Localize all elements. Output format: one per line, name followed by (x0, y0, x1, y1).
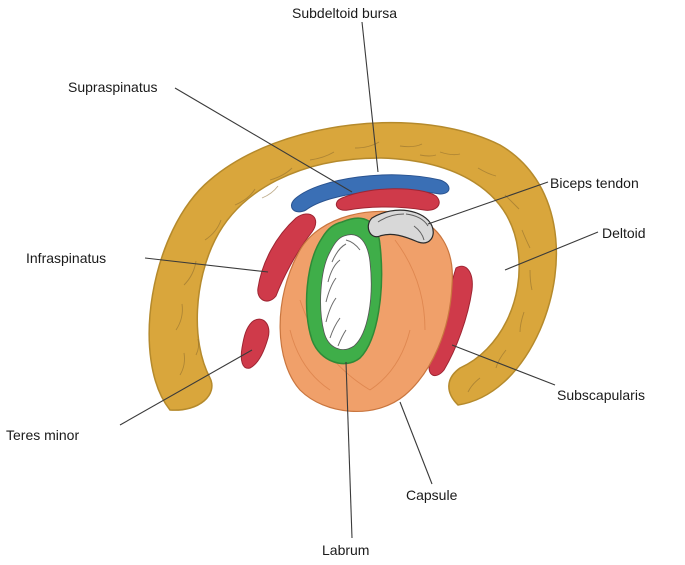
leader-infraspinatus (144, 257, 269, 273)
leader-capsule (399, 401, 433, 485)
leader-lines (119, 21, 599, 539)
leader-labrum (345, 361, 353, 539)
leader-biceps-tendon (427, 181, 549, 225)
label-subdeltoid-bursa: Subdeltoid bursa (292, 5, 397, 21)
supraspinatus-muscle (335, 188, 440, 211)
leader-subscapularis (451, 344, 556, 386)
label-capsule: Capsule (406, 487, 458, 503)
label-infraspinatus: Infraspinatus (26, 250, 106, 266)
leader-teres-minor (119, 349, 253, 426)
teres-minor-muscle (240, 318, 270, 369)
label-teres-minor: Teres minor (6, 427, 79, 443)
label-subscapularis: Subscapularis (557, 387, 645, 403)
glenoid-shading (325, 239, 361, 347)
label-labrum: Labrum (322, 542, 369, 558)
infraspinatus-muscle (257, 213, 317, 302)
biceps-tendon-shading (377, 213, 429, 241)
label-deltoid: Deltoid (602, 225, 646, 241)
leader-supraspinatus (174, 87, 353, 193)
label-supraspinatus: Supraspinatus (68, 79, 158, 95)
glenoid-surface (320, 234, 372, 350)
leader-subdeltoid-bursa (361, 21, 379, 173)
subdeltoid-bursa-shape (291, 174, 450, 213)
leader-deltoid (504, 231, 599, 271)
label-biceps-tendon: Biceps tendon (550, 175, 639, 191)
